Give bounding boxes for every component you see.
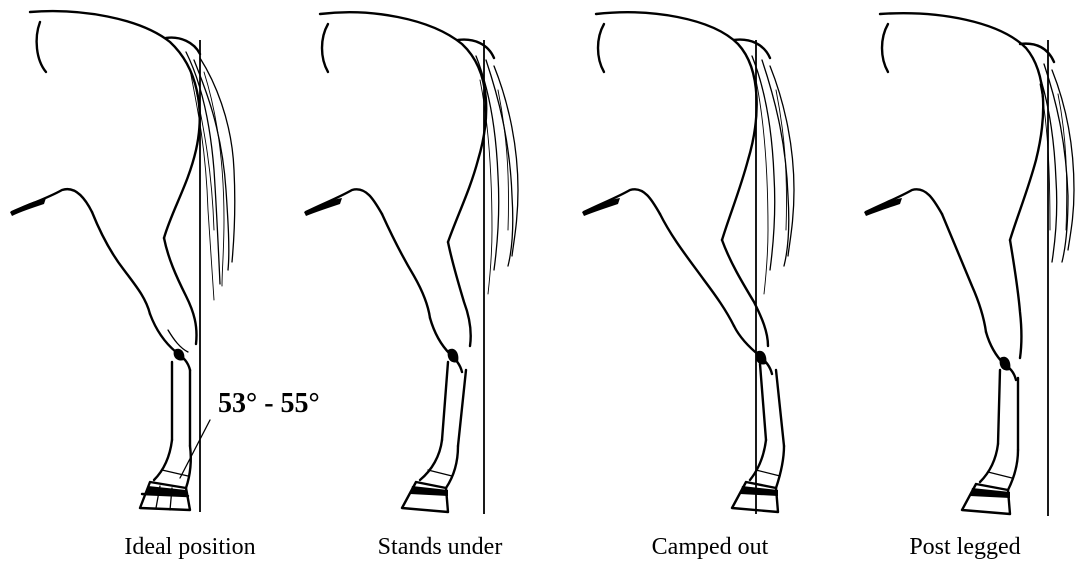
caption-post-legged: Post legged [865,527,1065,567]
caption-ideal-position: Ideal position [90,527,290,567]
panel-camped-drawing [582,12,794,514]
hoof-angle-annotation: 53° - 55° [218,388,320,420]
caption-stands-under: Stands under [340,527,540,567]
caption-camped-out: Camped out [610,527,810,567]
panel-ideal-drawing [10,11,235,512]
panel-post-drawing [864,13,1074,516]
panel-under-drawing [304,12,518,514]
